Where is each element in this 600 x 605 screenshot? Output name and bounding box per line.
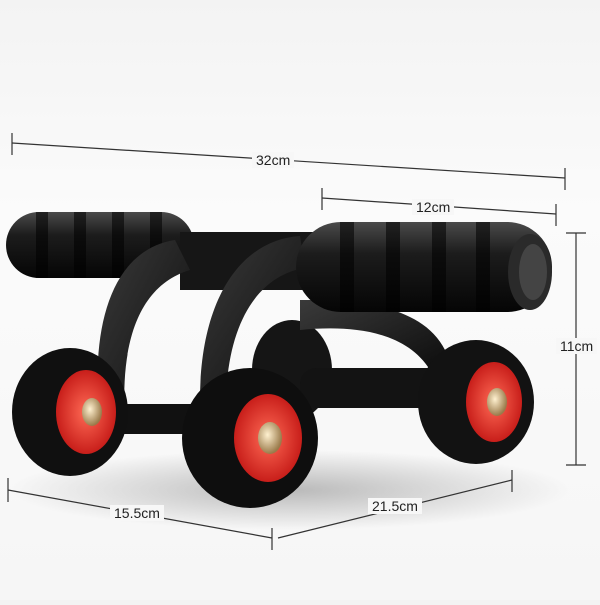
depth-label: 21.5cm: [368, 498, 422, 514]
left-frame-arm: [97, 240, 190, 420]
rear-frame-arm: [300, 300, 445, 370]
right-handle-grip: [296, 222, 552, 312]
right-frame-arm: [200, 236, 305, 400]
total-width-label: 32cm: [252, 152, 295, 168]
height-label: 11cm: [556, 338, 598, 354]
handle-length-label: 12cm: [412, 199, 455, 215]
rear-axle: [300, 368, 450, 408]
front-left-wheel: [12, 348, 128, 476]
front-width-label: 15.5cm: [110, 505, 164, 521]
front-right-wheel: [182, 368, 318, 508]
rear-right-wheel: [418, 340, 534, 464]
